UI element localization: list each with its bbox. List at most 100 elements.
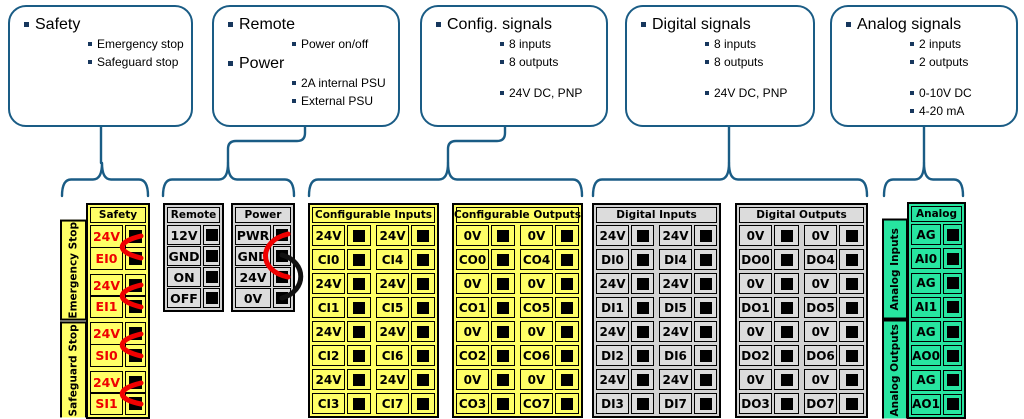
callout-item-text: Emergency stop [97, 37, 184, 51]
terminal-row: DI2 [596, 345, 654, 366]
terminal-row: CO7 [520, 393, 579, 414]
terminal-cell [839, 249, 864, 270]
terminal-square [417, 229, 429, 242]
terminal-cell [774, 345, 799, 366]
terminal-cell [491, 369, 515, 390]
terminal-cell [411, 273, 435, 294]
terminal-row: AG [911, 224, 962, 245]
callout-title: Remote [228, 14, 388, 35]
terminal-cell [273, 288, 291, 308]
terminal-label: 24V [376, 321, 409, 342]
callout-item: 0-10V DC [910, 84, 1006, 102]
terminal-cell [839, 225, 864, 246]
callout-title: Safety [24, 14, 181, 35]
terminal-square [497, 397, 509, 410]
terminal-row: 24V [659, 225, 717, 246]
square-bullet-icon [846, 22, 851, 27]
terminal-square [561, 397, 573, 410]
terminal-label: 0V [804, 369, 837, 390]
callout-title-text: Power [239, 55, 285, 72]
terminal-cell [839, 273, 864, 294]
terminal-cell [347, 345, 371, 366]
callout-item: 2 inputs [910, 35, 1006, 53]
terminal-square [845, 277, 858, 290]
terminal-label: DO3 [739, 393, 772, 414]
terminal-row: 24V [596, 225, 654, 246]
terminal-square [276, 229, 288, 241]
terminal-label: 0V [456, 369, 489, 390]
terminal-label: 24V [596, 273, 629, 294]
terminal-row: 0V [739, 369, 799, 390]
terminal-square [946, 252, 959, 265]
block-header: Digital Outputs [739, 207, 864, 223]
terminal-cell [491, 273, 515, 294]
terminal-cell [273, 267, 291, 287]
terminal-label: ON [167, 267, 201, 287]
terminal-row: 24V [659, 369, 717, 390]
terminal-row: DO3 [739, 393, 799, 414]
terminal-row: 0V [739, 273, 799, 294]
terminal-square [497, 373, 509, 386]
terminal-cell [694, 225, 717, 246]
callout-title-text: Digital signals [652, 16, 751, 33]
terminal-row: DO2 [739, 345, 799, 366]
callout-title: Analog signals [846, 14, 1006, 35]
brace-safety [60, 161, 150, 198]
terminal-cell [943, 224, 962, 245]
terminal-square [699, 277, 712, 290]
terminal-label: AG [911, 369, 941, 391]
terminal-label: 0V [456, 321, 489, 342]
terminal-cell [631, 321, 654, 342]
block-header: Configurable Inputs [312, 207, 435, 223]
terminal-cell [943, 345, 962, 367]
terminal-cell [125, 246, 146, 270]
terminal-cell [839, 321, 864, 342]
terminal-label: 24V [659, 225, 692, 246]
terminal-square [497, 325, 509, 338]
side-label-emergency-stop: Emergency Stop [60, 220, 87, 321]
terminal-row: CI6 [376, 345, 435, 366]
terminal-square [636, 373, 649, 386]
terminal-square [417, 301, 429, 314]
terminal-row: 0V [235, 288, 291, 308]
terminal-cell [774, 297, 799, 318]
terminal-square [205, 250, 218, 262]
terminal-cell [943, 296, 962, 318]
terminal-square [946, 349, 959, 362]
terminal-row: 24V [596, 273, 654, 294]
callout-item: 24V DC, PNP [705, 84, 803, 102]
square-bullet-icon [292, 99, 296, 103]
terminal-cell [839, 345, 864, 366]
terminal-label: 24V [376, 273, 409, 294]
terminal-label: DO1 [739, 297, 772, 318]
terminal-row: 0V [804, 273, 864, 294]
terminal-label: DO7 [804, 393, 837, 414]
terminal-row: GND [167, 246, 220, 266]
terminal-square [129, 327, 142, 340]
terminal-row: 24V [659, 321, 717, 342]
terminal-label: DO0 [739, 249, 772, 270]
terminal-cell [694, 345, 717, 366]
terminal-label: 24V [376, 225, 409, 246]
connector-line-remote-power [226, 125, 307, 165]
terminal-row: CO6 [520, 345, 579, 366]
terminal-cell [774, 393, 799, 414]
terminal-label: OFF [167, 288, 201, 308]
square-bullet-icon [228, 61, 233, 66]
terminal-cell [943, 393, 962, 415]
terminal-label: 12V [167, 225, 201, 245]
square-bullet-icon [500, 60, 504, 64]
terminal-row: DI7 [659, 393, 717, 414]
terminal-label: CI5 [376, 297, 409, 318]
terminal-row: 24V [235, 267, 291, 287]
terminal-label: DO4 [804, 249, 837, 270]
terminal-label: 24V [312, 369, 345, 390]
terminal-square [417, 373, 429, 386]
terminal-label: 24V [90, 322, 123, 345]
terminal-row: CO4 [520, 249, 579, 270]
